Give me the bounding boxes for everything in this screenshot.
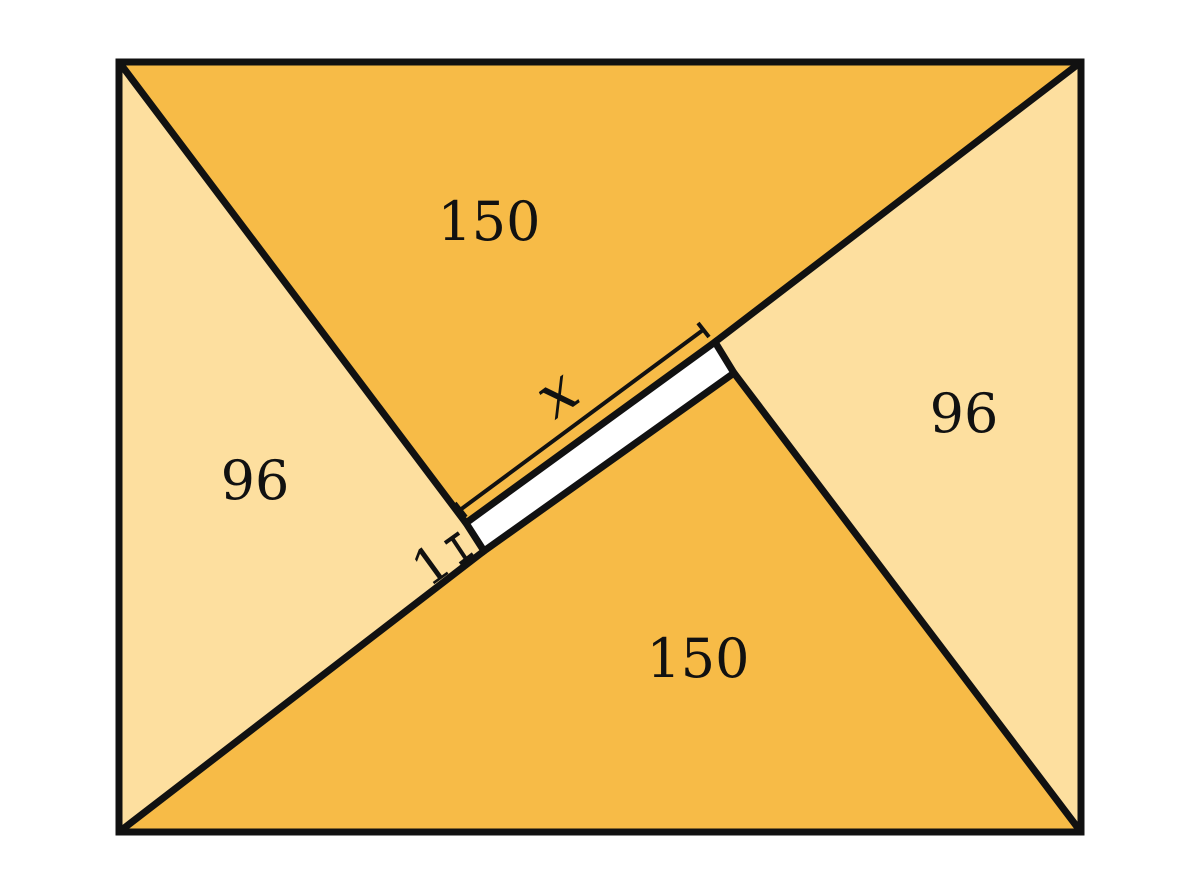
diagonal-bottom-left [115,547,488,836]
width-dimension-tick-start [443,531,461,545]
bottom-triangle [119,373,1081,832]
gap-strip [466,342,734,551]
outer-rectangle [115,58,1085,836]
diagonal-bottom-right [730,369,1085,836]
width-dimension-line [450,536,468,561]
gap-strip-outline [461,336,739,556]
width-dimension-tick-end [458,552,475,566]
x-dimension-line [458,328,705,512]
top-triangle-label: 150 [437,190,540,253]
bottom-triangle-label: 150 [646,627,749,690]
right-triangle-label: 96 [930,382,999,445]
diagonal-top-right [711,58,1085,346]
x-dimension-tick-start [453,501,468,519]
top-triangle [119,62,1081,523]
diagonal-top-left [115,58,470,527]
left-triangle [119,62,484,832]
x-dimension-tick-end [696,321,711,339]
right-triangle [715,62,1081,832]
left-triangle-label: 96 [221,449,290,512]
